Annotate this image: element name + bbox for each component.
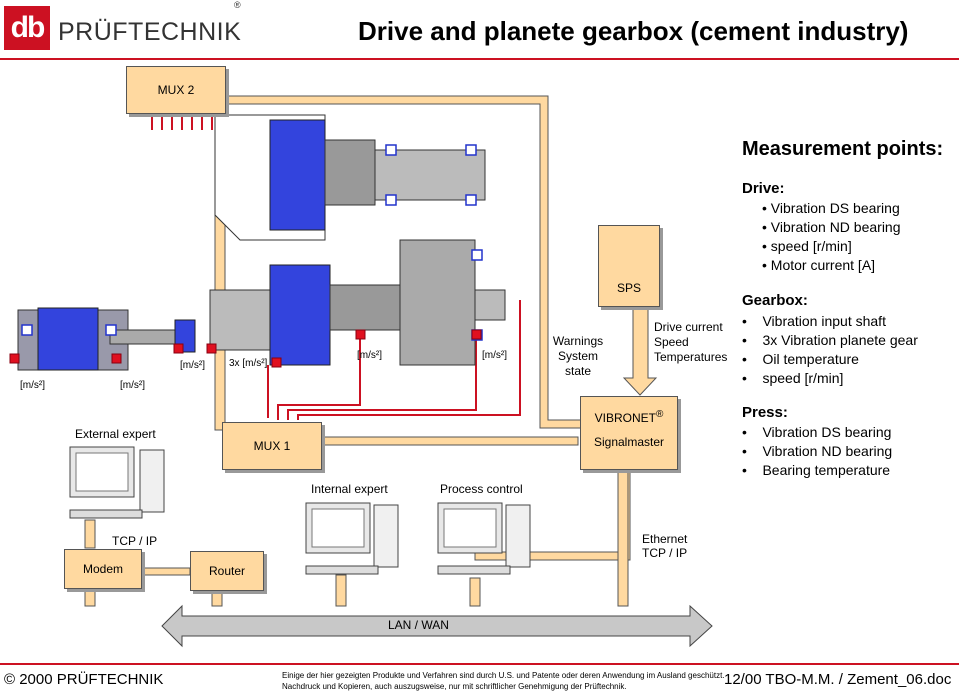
- logo-registered-mark: ®: [234, 0, 241, 10]
- system-label: System: [557, 349, 598, 363]
- sps-box[interactable]: SPS: [598, 225, 660, 307]
- warnings-label-group: Warnings System state: [548, 334, 608, 379]
- list-item: • Motor current [A]: [762, 257, 876, 273]
- footer-copyright: © 2000 PRÜFTECHNIK: [4, 671, 164, 688]
- footer-legal-2: Nachdruck und Kopieren, auch auszugsweis…: [282, 682, 627, 691]
- footer-legal-1: Einige der hier gezeigten Produkte und V…: [282, 671, 725, 680]
- computer-external-expert: [69, 446, 165, 519]
- drive-section-title: Drive:: [742, 180, 785, 197]
- list-item: • speed [r/min]: [762, 238, 852, 254]
- process-control-label: Process control: [440, 482, 523, 496]
- vibronet-box[interactable]: VIBRONET® Signalmaster: [580, 396, 678, 470]
- list-item: • Bearing temperature: [742, 462, 891, 478]
- bus-ethernet-lan: [617, 454, 629, 607]
- modem-box[interactable]: Modem: [64, 549, 142, 589]
- signalmaster-label: Signalmaster: [593, 435, 665, 449]
- bus-mux1-vibronet: [321, 436, 579, 446]
- bus-modem-router: [139, 567, 191, 576]
- drive-signals-group: Drive current Speed Temperatures: [654, 320, 727, 365]
- gearbox-section-title: Gearbox:: [742, 292, 808, 309]
- external-expert-label: External expert: [75, 427, 156, 441]
- computer-internal-expert: [305, 502, 399, 575]
- list-item: • Vibration ND bearing: [762, 219, 901, 235]
- logo-text: PRÜFTECHNIK: [58, 18, 242, 46]
- mux1-sensor-lines: [267, 300, 521, 420]
- vibronet-label: VIBRONET: [594, 411, 656, 425]
- speed-label: Speed: [654, 335, 689, 349]
- sensor-label-planet-gear: 3x [m/s²]: [229, 358, 268, 369]
- mux2-sensor-lines: [151, 113, 213, 130]
- list-item: • Vibration ND bearing: [742, 443, 893, 459]
- list-item: • 3x Vibration planete gear: [742, 332, 918, 348]
- temperatures-label: Temperatures: [654, 350, 728, 364]
- bus-process-lan: [469, 577, 481, 607]
- bus-modem-lan: [84, 587, 96, 607]
- sensor-label-motor-nd: [m/s²]: [120, 380, 145, 391]
- planetary-gearbox: [209, 239, 506, 366]
- sps-vibronet-arrow: [622, 304, 658, 396]
- mux2-box[interactable]: MUX 2: [126, 66, 226, 114]
- ethernet-tcp-label: TCP / IP: [642, 546, 688, 560]
- footer-divider: [0, 663, 959, 665]
- drive-motor: [17, 307, 196, 371]
- state-label: state: [564, 364, 591, 378]
- bus-internal-lan: [335, 574, 347, 607]
- measurement-points-title: Measurement points:: [742, 138, 944, 160]
- press-section-title: Press:: [742, 404, 788, 421]
- sensor-label-gearbox-out: [m/s²]: [357, 350, 382, 361]
- bus-ext-modem: [84, 519, 96, 549]
- drive-current-label: Drive current: [654, 320, 723, 334]
- lan-wan-label: LAN / WAN: [388, 618, 449, 632]
- list-item: • Oil temperature: [742, 351, 859, 367]
- mux1-box[interactable]: MUX 1: [222, 422, 322, 470]
- page-title: Drive and planete gearbox (cement indust…: [358, 16, 909, 46]
- warnings-label: Warnings: [552, 334, 604, 348]
- ethernet-label: Ethernet: [642, 532, 688, 546]
- sensor-label-press: [m/s²]: [482, 350, 507, 361]
- computer-process-control: [437, 502, 531, 575]
- tcp-ip-label: TCP / IP: [112, 534, 158, 548]
- press-drive: [214, 114, 486, 241]
- list-item: • speed [r/min]: [742, 370, 844, 386]
- header-divider: [0, 58, 959, 60]
- sensor-label-motor-ds: [m/s²]: [20, 380, 45, 391]
- sensor-markers: [9, 329, 482, 368]
- lan-wan-arrow: [161, 604, 713, 648]
- internal-expert-label: Internal expert: [311, 482, 388, 496]
- vibronet-registered: ®: [655, 409, 664, 420]
- list-item: • Vibration input shaft: [742, 313, 886, 329]
- footer-docref: 12/00 TBO-M.M. / Zement_06.doc: [724, 671, 952, 688]
- sensor-label-input-shaft: [m/s²]: [180, 360, 205, 371]
- router-box[interactable]: Router: [190, 551, 264, 591]
- sps-label: SPS: [616, 281, 641, 295]
- list-item: • Vibration DS bearing: [742, 424, 892, 440]
- list-item: • Vibration DS bearing: [762, 200, 900, 216]
- logo-mark: db: [4, 6, 50, 50]
